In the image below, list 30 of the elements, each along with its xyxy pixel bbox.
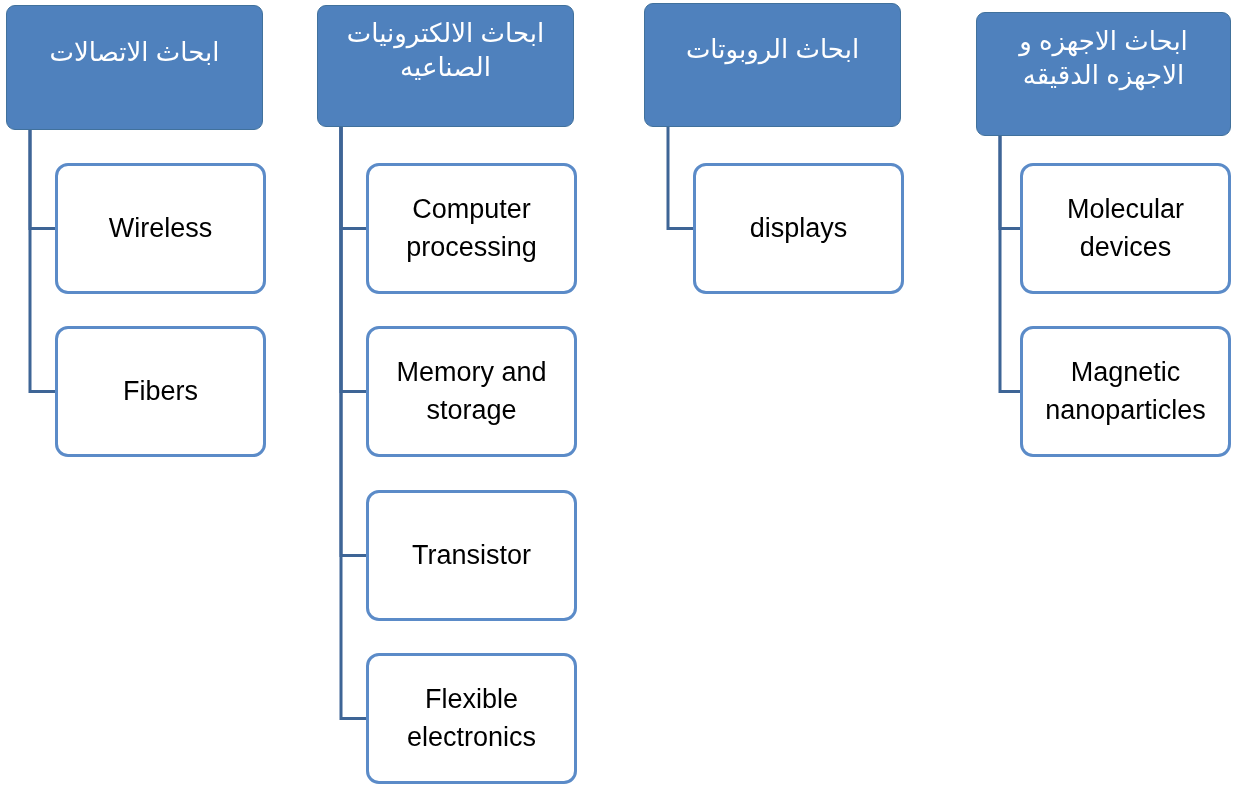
topic-box — [366, 653, 577, 784]
node-label: Flexible electronics — [405, 682, 538, 754]
node-label: displays — [749, 211, 848, 245]
topic-box — [693, 163, 904, 294]
topic-box — [366, 490, 577, 621]
node-label: Transistor — [412, 538, 531, 572]
topic-box — [55, 326, 266, 457]
connector-line — [998, 136, 1020, 393]
node-label: Magnetic nanoparticles — [1044, 355, 1207, 427]
node-label: ابحاث الروبوتات — [685, 33, 860, 67]
topic-box — [1020, 163, 1231, 294]
node-label: Wireless — [108, 211, 213, 245]
connector-line — [666, 127, 693, 230]
category-box — [976, 12, 1231, 136]
topic-box — [1020, 326, 1231, 457]
connector-line — [28, 130, 55, 393]
topic-box — [366, 163, 577, 294]
category-box — [6, 5, 263, 130]
node-label: ابحاث الاجهزه و الاجهزه الدقيقه — [1017, 25, 1189, 93]
category-box — [317, 5, 574, 127]
node-label: Computer processing — [405, 192, 538, 264]
connector-line — [339, 127, 366, 720]
node-label: ابحاث الالكترونيات الصناعيه — [345, 17, 546, 84]
topic-box — [55, 163, 266, 294]
node-label: Molecular devices — [1065, 192, 1185, 264]
node-label: Memory and storage — [395, 355, 548, 427]
node-label: Fibers — [123, 374, 198, 408]
node-label: ابحاث الاتصالات — [49, 35, 220, 69]
topic-box — [366, 326, 577, 457]
category-box — [644, 3, 901, 127]
